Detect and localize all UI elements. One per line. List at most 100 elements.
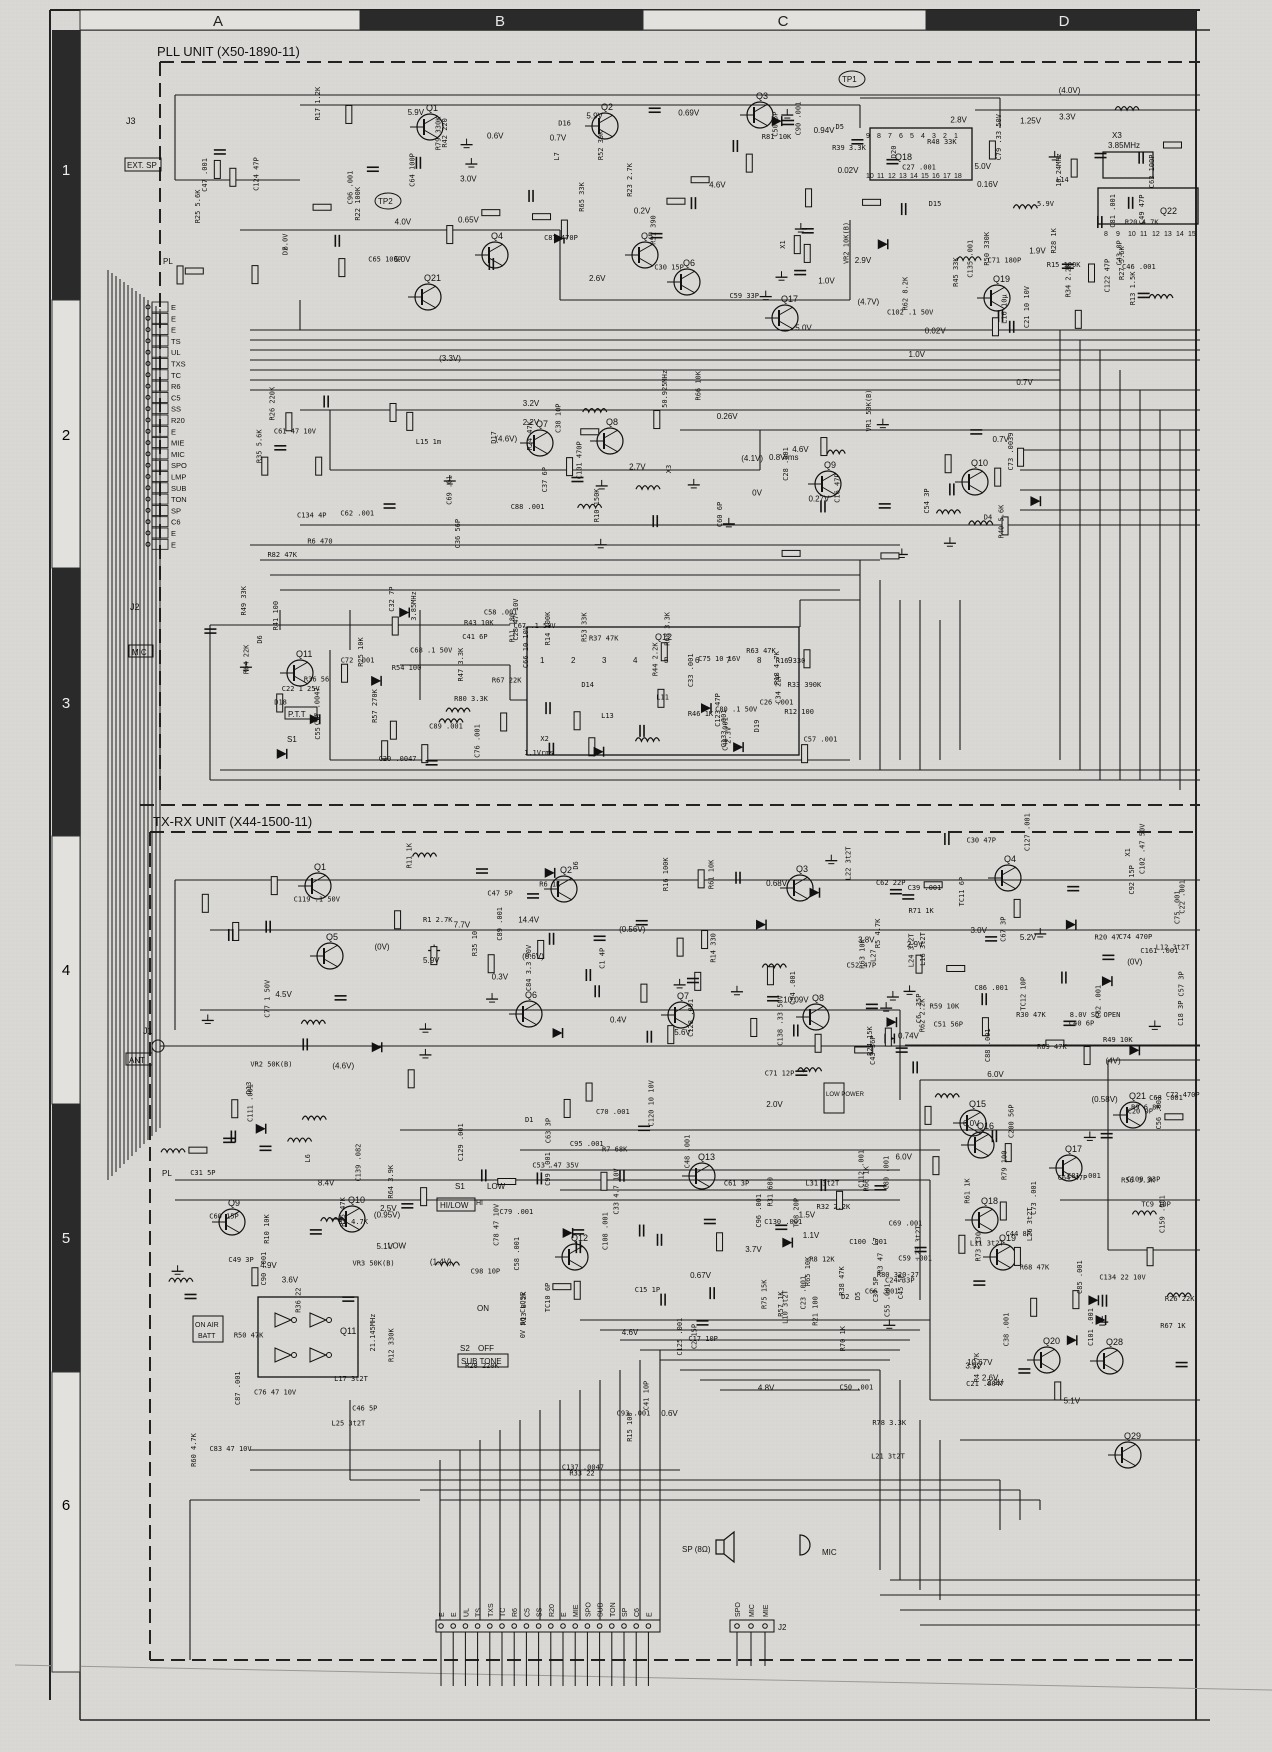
voltage-annotation: 0.69V [678, 109, 700, 118]
component-value-label: C53 .47 35V [532, 1162, 579, 1170]
resistor-icon [391, 616, 399, 636]
component-value-label: R33 22 [569, 1469, 594, 1477]
resistor-icon [1146, 1247, 1154, 1267]
component-value-label: R9 6.8K [1131, 1103, 1161, 1111]
component-value-label: R6 1K [539, 880, 561, 888]
component-value-label: C40 6P [1069, 1019, 1094, 1027]
resistor-icon [487, 954, 495, 974]
component-value-label: D19 [753, 720, 761, 733]
capacitor-icon [792, 1024, 799, 1037]
component-value-label: R68 47K [1020, 1263, 1050, 1271]
bus-pin [151, 414, 169, 426]
resistor-icon [497, 1178, 517, 1186]
inductor-icon [1148, 293, 1174, 300]
ground-icon [1083, 1131, 1096, 1141]
bus-pin [151, 482, 169, 494]
bus-pin [523, 1623, 530, 1629]
bus-pin [151, 448, 169, 460]
component-value-label: R65 33K [578, 181, 586, 211]
component-value-label: R7 68K [602, 1146, 628, 1154]
capacitor-icon [914, 1246, 927, 1253]
switch-boxes: HI/LOW S1 LOW HI ON S2 OFF SUB TONE ON A… [192, 1082, 865, 1564]
diode-icon [562, 1227, 574, 1238]
component-value-label: C78 47 10V [492, 1203, 500, 1246]
component-value-label: C41 10P [643, 1381, 651, 1411]
component-value-label: C28 .001 [782, 447, 790, 481]
voltage-annotation: (0.58V) [1091, 1095, 1118, 1104]
ic-pin-number: 1 [954, 133, 958, 140]
transistor-icon [1049, 1154, 1083, 1182]
bus-pin-terminal [145, 327, 151, 333]
component-value-label: 3.85MHz [410, 591, 418, 621]
component-value-label: C102 .1 50V [887, 309, 934, 317]
component-value-label: R16 330 [776, 657, 806, 665]
bus-pin [151, 335, 169, 347]
ic-pin-number: 15 [1188, 231, 1196, 238]
capacitor-icon [646, 1030, 653, 1043]
pl-top-label: PL [163, 257, 173, 266]
capacitor-icon [851, 139, 864, 145]
resistor-icon [430, 946, 438, 966]
resistor-icon [1013, 1246, 1021, 1266]
voltage-annotation: 4.6V [709, 181, 726, 190]
capacitor-icon [1138, 151, 1144, 164]
component-value-label: C133 .001 [720, 709, 728, 747]
bus-pin-label: E [171, 540, 176, 549]
resistor-icon [1017, 447, 1025, 467]
resistor-icon [1030, 1297, 1038, 1317]
component-value-label: C109 33P [1127, 1175, 1161, 1183]
resistor-icon [407, 1069, 415, 1089]
bus-pin-terminal [145, 496, 151, 502]
component-value-label: C21 10 10V [1023, 285, 1031, 328]
capacitor-icon [536, 1172, 543, 1185]
bus-pin-terminal [145, 451, 151, 457]
ground-icon [239, 661, 252, 671]
resistor-icon [229, 167, 237, 187]
component-value-label: C111 .001 [246, 1084, 254, 1122]
bus-pin-terminal [145, 474, 151, 479]
ic-pin-number: 17 [943, 173, 951, 180]
component-value-label: C39 .001 [908, 884, 942, 892]
capacitor-icon [696, 1320, 709, 1326]
transistor-label: Q11 [296, 649, 312, 659]
bus-pin [572, 1623, 579, 1629]
ic-pin-number: 4 [633, 656, 638, 665]
capacitor-icon [874, 1185, 887, 1191]
component-value-label: C69 .01 [446, 475, 454, 505]
row-label-6: 6 [62, 1497, 70, 1514]
bus-pin-label: E [561, 1612, 568, 1617]
s2-on-label: ON [477, 1304, 489, 1313]
component-value-label: C36 56P [454, 519, 462, 549]
column-label-b: B [495, 13, 505, 30]
component-value-label: R70 1K [839, 1325, 847, 1351]
resistor-icon [1074, 309, 1082, 329]
transistor-label: Q5 [326, 932, 338, 942]
bus-pin-label: TON [610, 1602, 617, 1617]
component-value-label: R36 22 [294, 1287, 302, 1312]
resistor-icon [213, 159, 221, 179]
row-label-5: 5 [62, 1230, 70, 1247]
component-value-label: R27 5.6K [1118, 245, 1126, 280]
ic-pin-number: 7 [888, 133, 892, 140]
bus-pin-label: MIC [171, 450, 185, 459]
column-label-d: D [1059, 13, 1070, 30]
component-value-label: L16 3t2T [919, 931, 927, 966]
transistor-label: Q5 [641, 231, 653, 241]
transistor-label: Q4 [1004, 854, 1016, 864]
component-value-label: R11 180 [508, 613, 516, 643]
component-value-label: 5.9V [1037, 200, 1055, 208]
diode-icon [886, 1017, 898, 1028]
resistor-icon [880, 552, 900, 560]
j2-pin [748, 1623, 754, 1629]
component-value-label: C120 10 10V [647, 1079, 655, 1126]
component-value-label: C125 .001 [676, 1318, 684, 1356]
ic-pin-number: 4 [921, 133, 925, 140]
component-value-label: C34 22P [775, 674, 783, 704]
bus-pin-label: SPO [171, 461, 187, 470]
bus-pin [474, 1623, 481, 1629]
diode-icon [255, 1123, 267, 1134]
component-value-label: C37 6P [541, 467, 549, 492]
voltage-annotation: 5.9V [408, 108, 425, 117]
inductor-icon [582, 407, 608, 414]
ext-sp-label: EXT. SP [127, 161, 157, 170]
